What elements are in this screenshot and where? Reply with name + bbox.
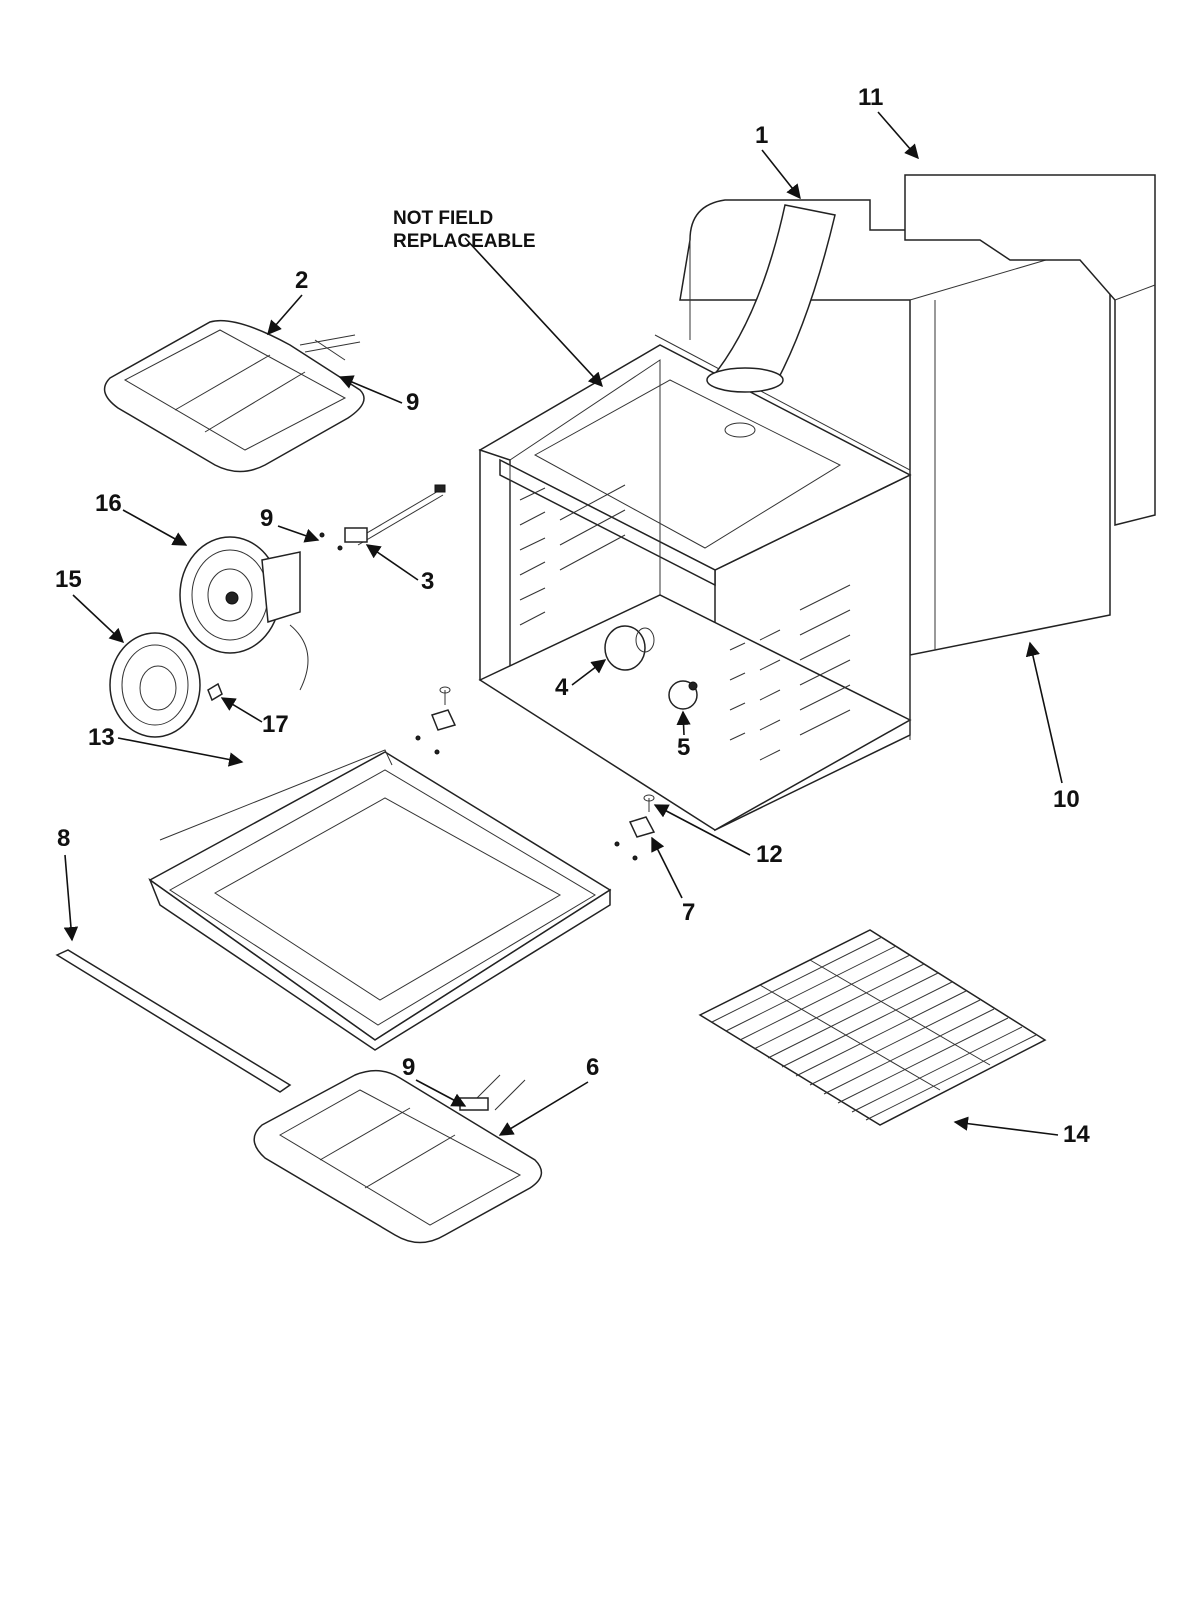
callout-11: 11 xyxy=(858,84,919,160)
callout-label-5: 5 xyxy=(677,734,690,761)
callout-label-17: 17 xyxy=(262,711,289,738)
not-field-replaceable-note: NOT FIELD REPLACEABLE xyxy=(393,208,603,388)
callout-9-mid: 9 xyxy=(260,505,320,543)
callout-label-6: 6 xyxy=(586,1054,599,1081)
callout-10: 10 xyxy=(1025,641,1080,813)
callout-15: 15 xyxy=(55,566,125,643)
callout-label-2: 2 xyxy=(295,267,308,294)
cavity-side-vents xyxy=(519,484,851,761)
callout-label-10: 10 xyxy=(1053,786,1080,813)
fan-nut-part-17 xyxy=(207,682,223,702)
callout-label-9-bottom: 9 xyxy=(402,1054,415,1081)
callout-7: 7 xyxy=(651,836,695,926)
callout-label-14: 14 xyxy=(1063,1121,1090,1148)
callout-label-11: 11 xyxy=(858,84,883,111)
hinge-receptacle-lower-part-7 xyxy=(614,794,656,861)
broil-element-part-2 xyxy=(103,319,365,473)
callout-17: 17 xyxy=(220,697,289,738)
callout-2: 2 xyxy=(267,267,308,336)
note-line-2: REPLACEABLE xyxy=(393,231,536,252)
callout-14: 14 xyxy=(953,1116,1090,1148)
callout-3: 3 xyxy=(365,544,434,595)
callout-label-9-top: 9 xyxy=(406,389,419,416)
callout-label-15: 15 xyxy=(55,566,82,593)
oven-sensor-part-3 xyxy=(319,484,446,551)
callout-label-3: 3 xyxy=(421,568,434,595)
callout-13: 13 xyxy=(88,724,244,767)
fan-cover-part-15 xyxy=(109,632,201,738)
convection-fan-part-16 xyxy=(179,536,309,691)
callout-16: 16 xyxy=(95,490,188,546)
callout-8: 8 xyxy=(57,825,79,942)
callout-4: 4 xyxy=(555,659,607,701)
callout-12: 12 xyxy=(653,804,783,868)
vent-duct-part-1 xyxy=(706,204,836,438)
callout-label-4: 4 xyxy=(555,674,569,701)
light-bulb-part-5 xyxy=(668,680,698,710)
callout-6: 6 xyxy=(498,1054,599,1136)
hinge-receptacle-upper xyxy=(415,686,457,755)
callout-label-13: 13 xyxy=(88,724,115,751)
light-assembly-part-4 xyxy=(604,625,655,671)
vent-strip-part-8 xyxy=(55,949,292,1093)
note-line-1: NOT FIELD xyxy=(393,208,493,229)
rear-insulation-part-11 xyxy=(904,174,1156,526)
callout-label-12: 12 xyxy=(756,841,783,868)
callout-label-8: 8 xyxy=(57,825,70,852)
oven-bottom-part-13 xyxy=(148,749,612,1051)
oven-rack-part-14 xyxy=(698,929,1047,1126)
callout-9-top: 9 xyxy=(338,375,419,416)
oven-cavity xyxy=(478,334,912,832)
callout-5: 5 xyxy=(676,710,691,761)
callout-9-bottom: 9 xyxy=(402,1054,467,1107)
callout-label-16: 16 xyxy=(95,490,122,517)
callout-label-9-mid: 9 xyxy=(260,505,273,532)
callout-label-7: 7 xyxy=(682,899,695,926)
callout-1: 1 xyxy=(755,122,801,200)
bake-element-part-6 xyxy=(253,1069,543,1244)
callout-label-1: 1 xyxy=(755,122,768,149)
